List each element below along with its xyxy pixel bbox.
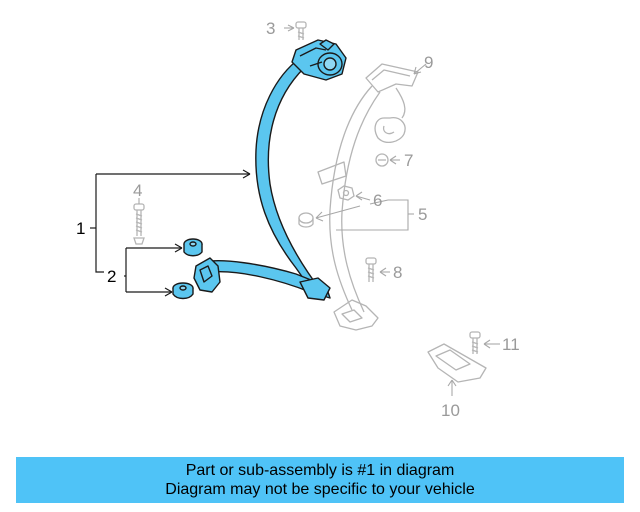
callout-1: 1 — [76, 219, 85, 238]
part-6-cap — [298, 212, 314, 228]
callout-6: 6 — [373, 191, 382, 210]
footer-line-1: Part or sub-assembly is #1 in diagram — [185, 462, 455, 479]
part-1-seat-belt-highlighted — [193, 39, 347, 301]
callout-5: 5 — [418, 205, 427, 224]
part-2-clip-lower — [172, 282, 194, 300]
callout-2: 2 — [107, 267, 116, 286]
callout-10: 10 — [441, 401, 460, 420]
callout-4: 4 — [133, 181, 142, 200]
part-3-bolt — [295, 21, 307, 40]
callout-7: 7 — [404, 151, 413, 170]
part-8-bolt — [365, 257, 377, 282]
part-4-bolt — [133, 203, 145, 245]
callout-11: 11 — [502, 335, 520, 354]
callout-9: 9 — [424, 53, 433, 72]
leader-lines-grey — [138, 24, 500, 396]
part-10-buckle — [427, 343, 487, 383]
footer-banner: Part or sub-assembly is #1 in diagram Di… — [16, 457, 624, 503]
part-7-clip — [375, 153, 389, 167]
part-2-clip-upper — [183, 238, 203, 257]
callout-8: 8 — [393, 263, 402, 282]
part-9-seat-belt-assembly — [317, 63, 419, 331]
leader-lines-dark — [90, 169, 251, 297]
footer-line-2: Diagram may not be specific to your vehi… — [165, 481, 475, 498]
parts-diagram: 1 2 3 4 5 6 7 8 9 10 11 — [76, 19, 520, 420]
part-6-nut — [337, 185, 355, 201]
part-11-bolt — [469, 331, 481, 354]
callout-3: 3 — [266, 19, 275, 38]
